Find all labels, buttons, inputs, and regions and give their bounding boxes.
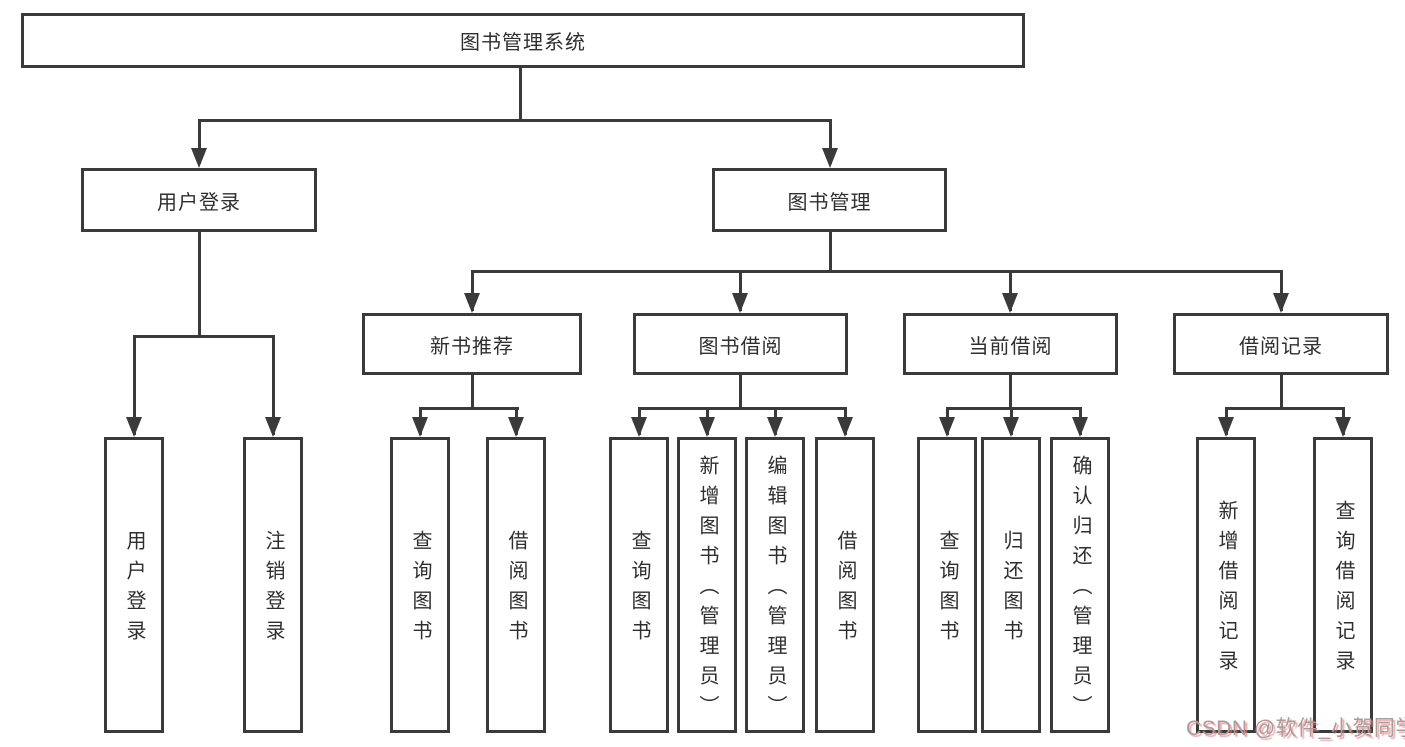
arrowhead — [699, 417, 715, 437]
leaf-query-books-2-label: 查询图书 — [628, 530, 650, 650]
node-root-label: 图书管理系统 — [460, 32, 586, 54]
leaf-add-borrow-record-label: 新增借阅记录 — [1215, 500, 1237, 680]
connector-group3-hline — [637, 406, 847, 410]
connector-current-borrow-drop — [1008, 375, 1012, 410]
leaf-borrow-books-2-label: 借阅图书 — [834, 530, 856, 650]
csdn-watermark: CSDN @软件_小贺同学 — [1186, 717, 1405, 740]
connector-book-management-drop — [828, 232, 832, 273]
leaf-add-book-admin-label: 新增图书（管理员） — [696, 455, 718, 725]
arrowhead — [191, 148, 207, 168]
node-book-borrow: 图书借阅 — [633, 313, 848, 375]
arrowhead — [412, 417, 428, 437]
connector-new-book-drop — [470, 375, 474, 410]
arrowhead — [939, 417, 955, 437]
leaf-query-borrow-record: 查询借阅记录 — [1313, 437, 1373, 733]
leaf-add-borrow-record: 新增借阅记录 — [1196, 437, 1256, 733]
leaf-confirm-return-admin-label: 确认归还（管理员） — [1069, 455, 1091, 725]
arrowhead — [1335, 417, 1351, 437]
leaf-query-borrow-record-label: 查询借阅记录 — [1332, 500, 1354, 680]
leaf-add-book-admin: 新增图书（管理员） — [677, 437, 737, 733]
connector-level2-hline — [197, 118, 832, 122]
connector-to-leaf-login — [132, 336, 136, 435]
node-book-management-label: 图书管理 — [787, 191, 872, 214]
connector-to-book-borrow — [738, 271, 742, 311]
connector-to-current-borrow — [1008, 271, 1012, 311]
arrowhead — [126, 417, 142, 437]
node-borrow-records-label: 借阅记录 — [1239, 335, 1323, 358]
connector-book-borrow-drop — [738, 375, 742, 410]
connector-group1-hline — [132, 334, 275, 338]
connector-borrow-records-drop — [1279, 375, 1283, 410]
arrowhead — [837, 417, 853, 437]
node-borrow-records: 借阅记录 — [1173, 313, 1389, 375]
connector-group2-hline — [418, 406, 519, 410]
arrowhead — [767, 417, 783, 437]
leaf-query-books-3: 查询图书 — [917, 437, 977, 733]
leaf-user-login-label: 用户登录 — [123, 530, 145, 650]
connector-group4-hline — [945, 406, 1082, 410]
connector-root-drop — [518, 68, 522, 121]
arrowhead — [631, 417, 647, 437]
leaf-query-books-3-label: 查询图书 — [936, 530, 958, 650]
connector-to-user-login — [197, 120, 201, 164]
node-root: 图书管理系统 — [21, 13, 1025, 68]
arrowhead — [1002, 293, 1018, 313]
connector-group5-hline — [1224, 406, 1345, 410]
connector-level3-hline — [470, 269, 1283, 273]
arrowhead — [508, 417, 524, 437]
connector-to-leaf-logout — [271, 336, 275, 435]
leaf-edit-book-admin: 编辑图书（管理员） — [745, 437, 805, 733]
leaf-return-book: 归还图书 — [981, 437, 1041, 733]
arrowhead — [732, 293, 748, 313]
connector-to-new-book — [470, 271, 474, 311]
leaf-user-login: 用户登录 — [104, 437, 164, 733]
arrowhead — [464, 293, 480, 313]
connector-to-borrow-records — [1279, 271, 1283, 311]
leaf-confirm-return-admin: 确认归还（管理员） — [1050, 437, 1110, 733]
leaf-query-books-2: 查询图书 — [609, 437, 669, 733]
node-book-management: 图书管理 — [712, 168, 947, 232]
node-new-book-recommend: 新书推荐 — [362, 313, 582, 375]
node-book-borrow-label: 图书借阅 — [698, 335, 783, 358]
arrowhead — [822, 148, 838, 168]
leaf-logout-label: 注销登录 — [262, 530, 284, 650]
arrowhead — [265, 417, 281, 437]
leaf-edit-book-admin-label: 编辑图书（管理员） — [764, 455, 786, 725]
connector-user-login-drop — [197, 232, 201, 338]
node-current-borrow-label: 当前借阅 — [968, 335, 1053, 358]
leaf-logout: 注销登录 — [243, 437, 303, 733]
arrowhead — [1273, 293, 1289, 313]
leaf-query-books-1: 查询图书 — [390, 437, 450, 733]
node-user-login-label: 用户登录 — [157, 191, 241, 214]
node-user-login: 用户登录 — [81, 168, 317, 232]
arrowhead — [1072, 417, 1088, 437]
arrowhead — [1003, 417, 1019, 437]
leaf-borrow-books-2: 借阅图书 — [815, 437, 875, 733]
node-current-borrow: 当前借阅 — [903, 313, 1118, 375]
leaf-borrow-books-1: 借阅图书 — [486, 437, 546, 733]
leaf-return-book-label: 归还图书 — [1000, 530, 1022, 650]
node-new-book-recommend-label: 新书推荐 — [430, 335, 514, 358]
leaf-query-books-1-label: 查询图书 — [409, 530, 431, 650]
leaf-borrow-books-1-label: 借阅图书 — [505, 530, 527, 650]
connector-to-book-management — [828, 120, 832, 164]
arrowhead — [1218, 417, 1234, 437]
